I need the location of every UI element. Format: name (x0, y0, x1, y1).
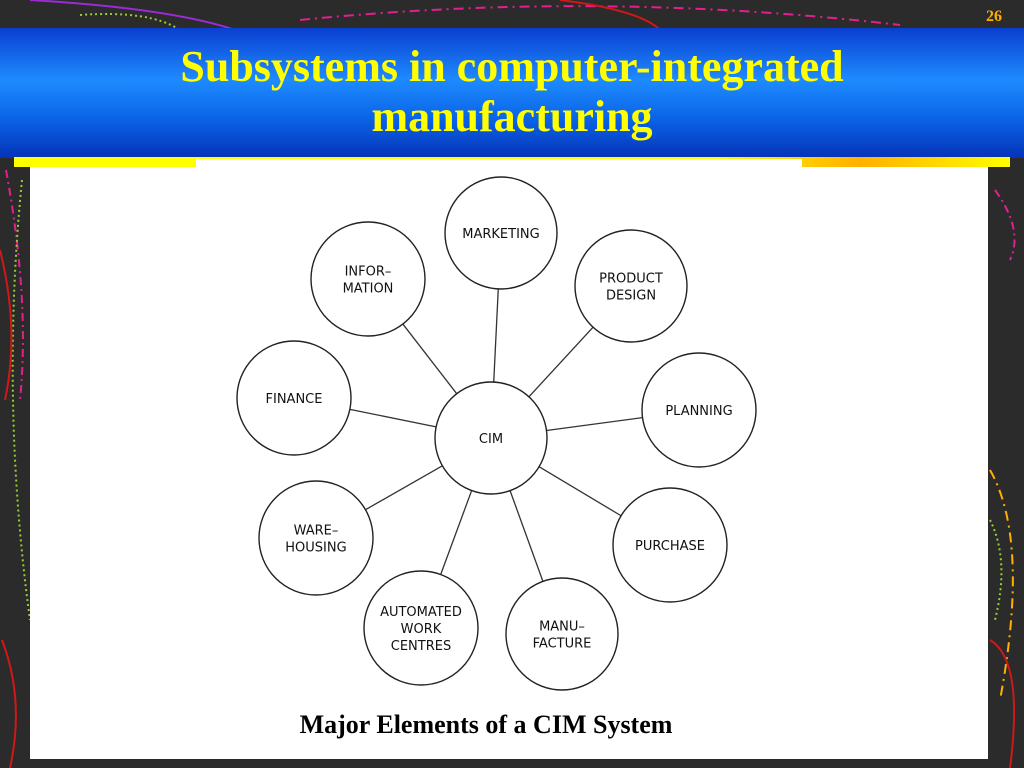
node-marketing-label: MARKETING (462, 227, 539, 242)
node-product-design-label: DESIGN (606, 289, 656, 304)
title-banner (0, 28, 1024, 158)
connector-automated-work-centres (440, 490, 473, 575)
node-warehousing-label: WARE– (294, 524, 339, 539)
node-cim-circle (434, 381, 548, 495)
content-panel-top (196, 159, 802, 169)
node-manufacture: MANU– FACTURE (505, 577, 619, 691)
slide-title: Subsystems in computer-integrated manufa… (0, 42, 1024, 142)
node-automated-work-centres-label: AUTOMATED (380, 605, 462, 620)
node-cim: CIM (434, 381, 548, 495)
node-cim-label: CIM (479, 432, 503, 447)
node-planning-label: PLANNING (665, 404, 732, 419)
node-marketing: MARKETING (444, 176, 558, 290)
node-information-circle (310, 221, 426, 337)
node-manufacture-label: MANU– (539, 620, 585, 635)
node-planning: PLANNING (641, 352, 757, 468)
connector-finance (349, 408, 437, 428)
node-automated-work-centres-label: CENTRES (391, 639, 451, 654)
node-purchase-circle (612, 487, 728, 603)
node-warehousing-label: HOUSING (285, 541, 346, 556)
node-information-label: MATION (343, 282, 394, 297)
node-purchase-label: PURCHASE (635, 539, 705, 554)
node-warehousing: WARE– HOUSING (258, 480, 374, 596)
node-product-design-label: PRODUCT (599, 272, 663, 287)
node-product-design: PRODUCT DESIGN (574, 229, 688, 343)
diagram-caption: Major Elements of a CIM System (299, 710, 673, 739)
node-automated-work-centres: AUTOMATED WORK CENTRES (363, 570, 479, 686)
node-planning-circle (641, 352, 757, 468)
node-automated-work-centres-circle (363, 570, 479, 686)
node-purchase: PURCHASE (612, 487, 728, 603)
node-product-design-circle (574, 229, 688, 343)
node-finance-label: FINANCE (266, 392, 323, 407)
connector-product-design (528, 326, 594, 398)
node-marketing-circle (444, 176, 558, 290)
connector-information (402, 323, 458, 395)
node-information: INFOR– MATION (310, 221, 426, 337)
connector-planning (546, 416, 643, 432)
slide-number: 26 (986, 8, 1002, 25)
connector-warehousing (365, 465, 443, 511)
node-warehousing-circle (258, 480, 374, 596)
node-finance: FINANCE (236, 340, 352, 456)
slide-title-line-2: manufacturing (371, 92, 653, 141)
node-finance-circle (236, 340, 352, 456)
node-manufacture-label: FACTURE (533, 637, 592, 652)
connector-marketing (493, 288, 499, 383)
slide-title-line-1: Subsystems in computer-integrated (180, 42, 844, 91)
node-manufacture-circle (505, 577, 619, 691)
node-information-label: INFOR– (345, 265, 392, 280)
connector-purchase (538, 466, 622, 517)
node-automated-work-centres-label: WORK (401, 622, 442, 637)
connector-manufacture (509, 490, 544, 582)
